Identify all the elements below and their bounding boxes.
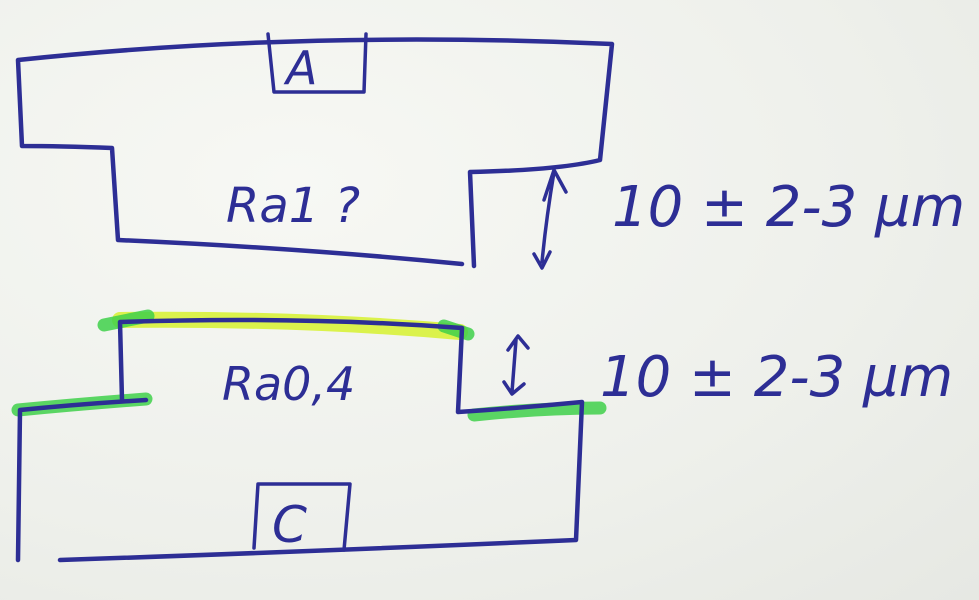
part-a-label: A — [283, 41, 317, 95]
part-a-label-box — [266, 32, 368, 94]
lower-gap-label: 10 ± 2-3 µm — [600, 345, 953, 410]
part-c-label-box — [252, 482, 352, 552]
lower-gap-arrow — [502, 334, 530, 396]
right-shoulder-highlight — [467, 401, 607, 422]
roughness-bottom-label: Ra0,4 — [222, 357, 355, 411]
part-c-outline — [15, 317, 585, 563]
upper-gap-arrow — [532, 168, 568, 270]
part-a-outline — [15, 37, 615, 269]
upper-gap-label: 10 ± 2-3 µm — [612, 175, 965, 240]
part-c-label: C — [272, 496, 307, 554]
roughness-top-label: Ra1 ? — [226, 178, 360, 234]
